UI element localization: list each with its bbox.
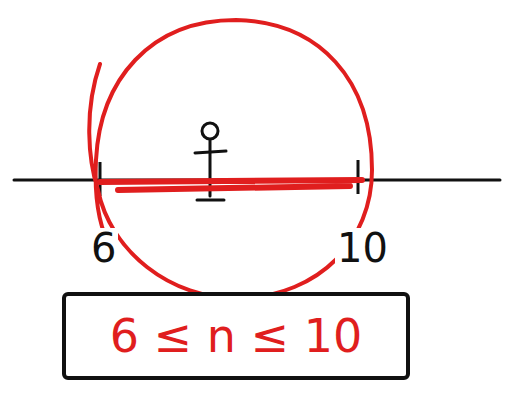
highlight-segment — [100, 180, 362, 190]
inequality-text: 6 ≤ n ≤ 10 — [110, 311, 363, 362]
tick-mark — [357, 160, 360, 194]
enclosing-circle — [89, 20, 372, 298]
tick-label: 6 — [89, 228, 118, 268]
tick-label: 10 — [335, 228, 390, 268]
inequality-box: 6 ≤ n ≤ 10 — [62, 292, 410, 380]
